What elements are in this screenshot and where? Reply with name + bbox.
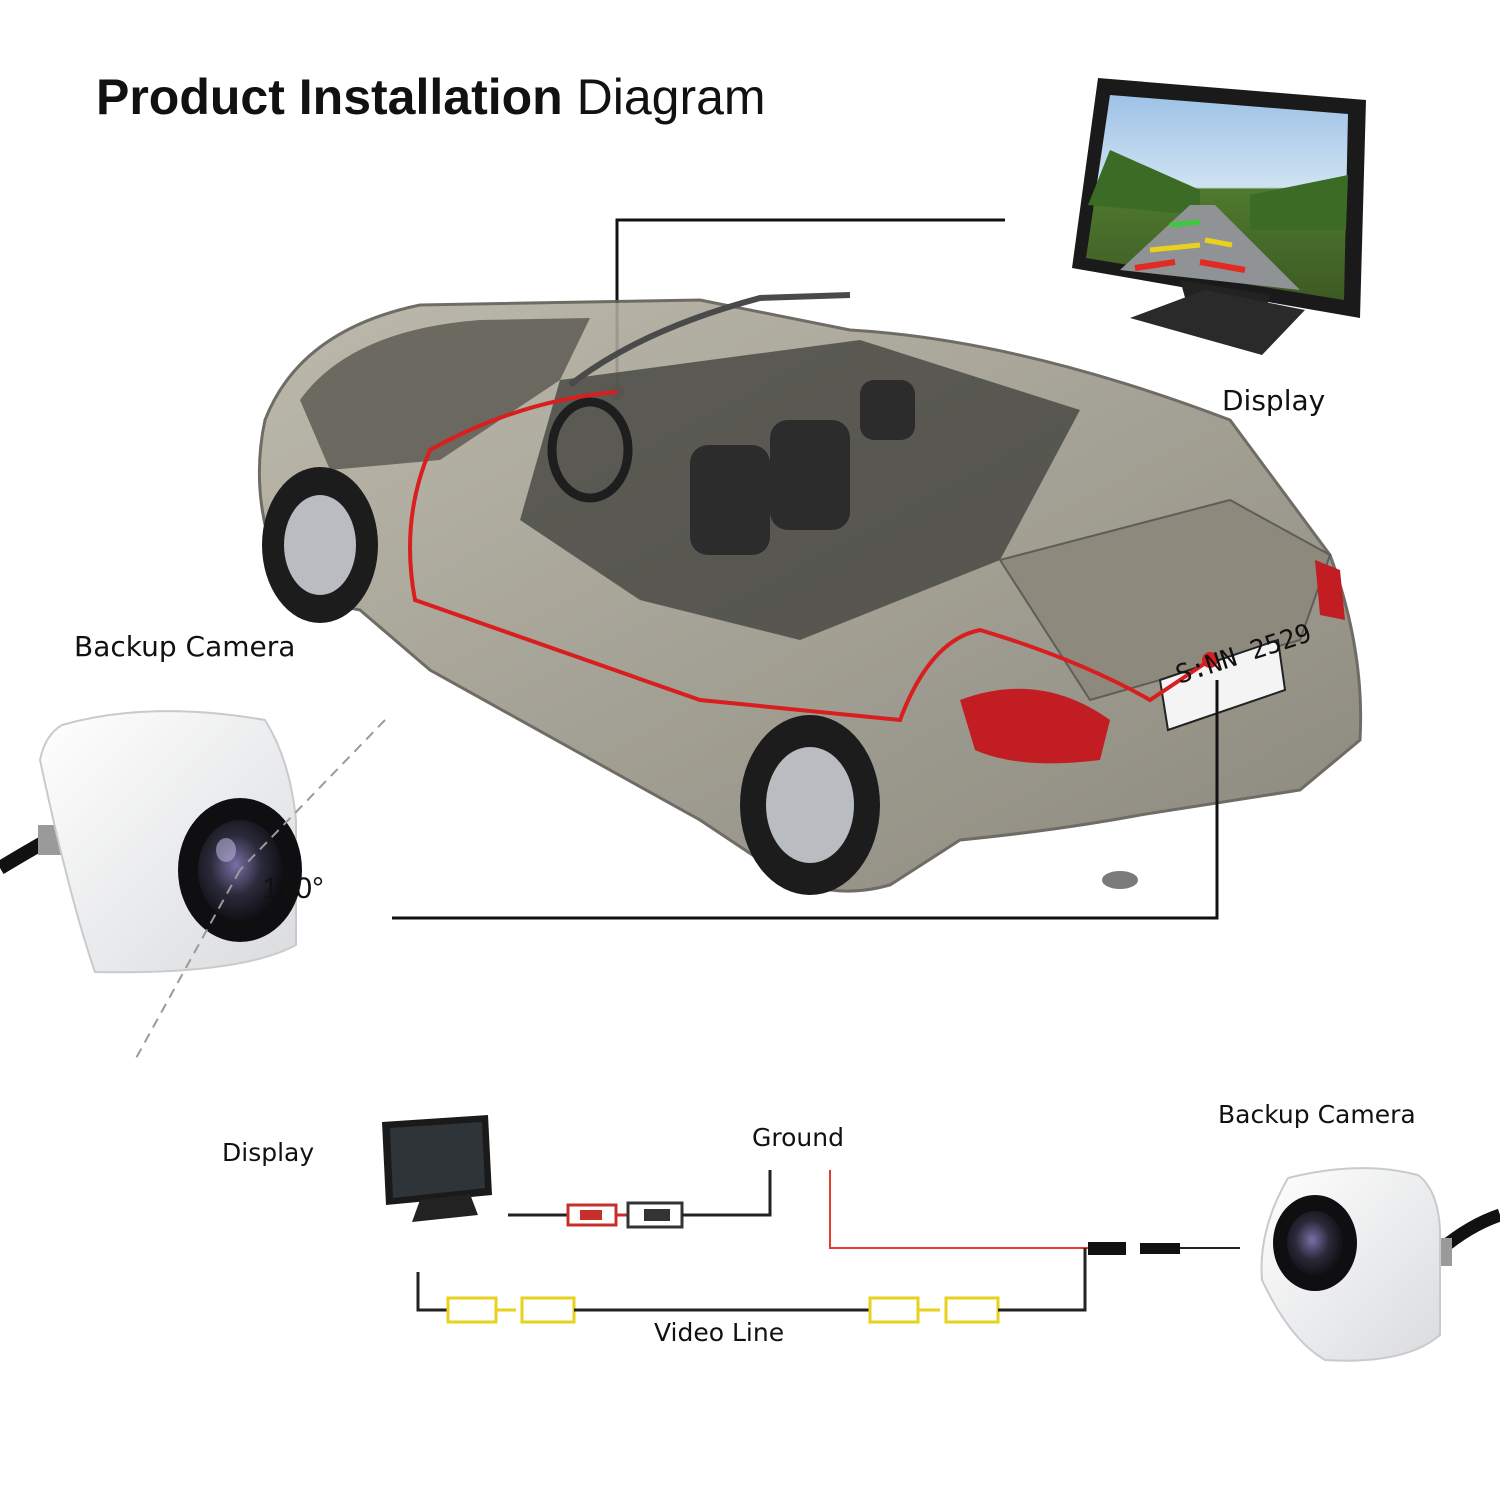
page-title: Product Installation Diagram	[96, 68, 766, 126]
video-line-label: Video Line	[654, 1318, 785, 1347]
camera-connector-female	[1140, 1243, 1180, 1254]
video-connector-2	[868, 1296, 1000, 1324]
camera-connector-male	[1088, 1242, 1126, 1255]
top-display-label: Display	[1222, 384, 1326, 417]
car-cutaway	[257, 292, 1363, 895]
wiring-display-label: Display	[222, 1138, 315, 1167]
title-bold: Product Installation	[96, 69, 563, 125]
view-angle-label: 170°	[262, 872, 325, 905]
angle-line-upper	[239, 719, 386, 871]
camera-leader-line	[392, 680, 1219, 920]
backup-camera-small	[1260, 1167, 1500, 1362]
ground-label: Ground	[752, 1123, 844, 1152]
wiring-camera-label: Backup Camera	[1218, 1100, 1416, 1129]
title-regular: Diagram	[576, 69, 766, 125]
power-wire	[829, 1170, 1088, 1249]
car-wire-route	[408, 390, 1212, 723]
backup-camera-large	[0, 710, 302, 974]
camera-mount-point	[1202, 652, 1218, 668]
display-monitor	[1072, 78, 1366, 355]
angle-line-lower	[134, 869, 241, 1061]
video-connector-1	[446, 1296, 576, 1324]
display-monitor-small	[382, 1115, 492, 1222]
top-camera-label: Backup Camera	[74, 630, 296, 663]
